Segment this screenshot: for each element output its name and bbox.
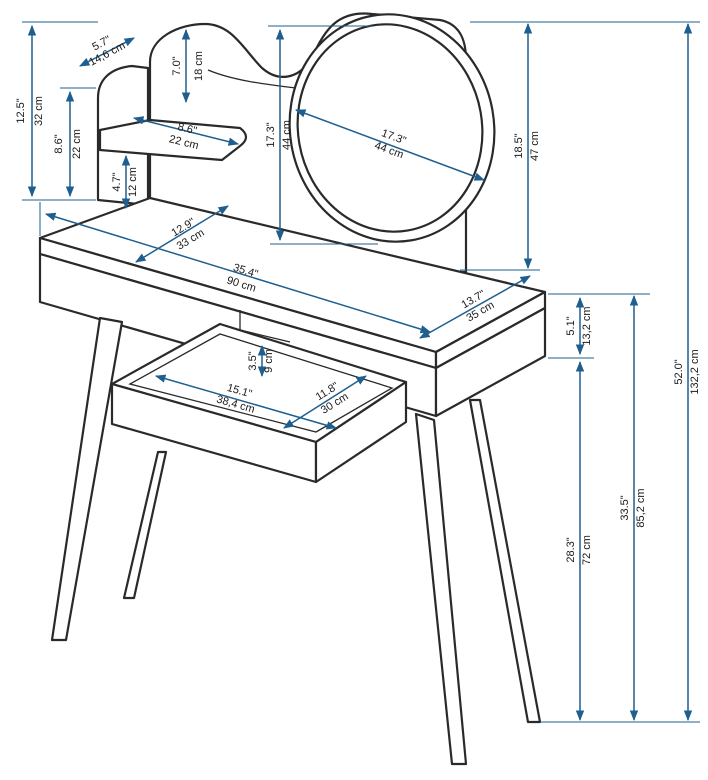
svg-text:8.6": 8.6" <box>176 121 198 137</box>
vanity-table <box>38 12 547 766</box>
svg-text:72 cm: 72 cm <box>581 535 593 565</box>
svg-text:3.5": 3.5" <box>247 351 259 370</box>
svg-text:18 cm: 18 cm <box>193 51 205 81</box>
back-left-leg <box>122 450 168 600</box>
label-side-panel: 12.5" 32 cm <box>15 96 45 126</box>
label-upper-height: 18.5" 47 cm <box>513 131 541 161</box>
svg-text:5.1": 5.1" <box>565 316 577 335</box>
svg-text:47 cm: 47 cm <box>529 131 541 161</box>
backboard-inner-edge <box>207 69 297 89</box>
front-right-leg <box>414 412 468 766</box>
shelf-width-line <box>132 116 240 146</box>
label-drawer-depth: 3.5" 9 cm <box>247 349 275 373</box>
label-shelf-clearance: 4.7" 12 cm <box>111 167 139 197</box>
svg-text:32 cm: 32 cm <box>33 96 45 126</box>
svg-text:17.3": 17.3" <box>265 122 277 147</box>
svg-text:12.5": 12.5" <box>15 98 27 123</box>
front-left-leg <box>50 316 124 642</box>
label-mirror-height: 17.3" 44 cm <box>265 120 293 150</box>
label-total-height: 52.0" 132,2 cm <box>673 349 701 394</box>
label-shelf-height: 8.6" 22 cm <box>53 129 83 159</box>
label-table-height: 33.5" 85,2 cm <box>619 488 647 527</box>
svg-text:132,2 cm: 132,2 cm <box>689 349 701 394</box>
top-width-line <box>44 212 432 334</box>
svg-text:52.0": 52.0" <box>673 359 685 384</box>
back-right-leg <box>468 398 542 724</box>
svg-text:44 cm: 44 cm <box>281 120 293 150</box>
svg-text:28.3": 28.3" <box>565 537 577 562</box>
svg-text:9 cm: 9 cm <box>263 349 275 373</box>
small-shelf-edge <box>99 149 223 161</box>
svg-text:8.6": 8.6" <box>53 134 65 153</box>
svg-text:18.5": 18.5" <box>513 133 525 158</box>
svg-text:7.0": 7.0" <box>171 56 183 75</box>
mirror-diameter-line <box>295 109 485 181</box>
drawer-length-line <box>283 375 367 429</box>
shelf-depth-line <box>79 37 135 67</box>
svg-text:4.7": 4.7" <box>111 172 123 191</box>
svg-text:85,2 cm: 85,2 cm <box>635 488 647 527</box>
svg-text:22 cm: 22 cm <box>71 129 83 159</box>
label-drawer-front: 5.1" 13,2 cm <box>565 306 593 345</box>
label-backboard-top: 7.0" 18 cm <box>171 51 205 81</box>
dimension-lines <box>22 21 700 723</box>
label-shelf-depth: 5.7" 14,6 cm <box>87 34 127 69</box>
table-depth-line <box>419 275 531 339</box>
label-leg-height: 28.3" 72 cm <box>565 535 593 565</box>
svg-text:13,2 cm: 13,2 cm <box>581 306 593 345</box>
svg-text:33.5": 33.5" <box>619 495 631 520</box>
svg-text:12 cm: 12 cm <box>127 167 139 197</box>
